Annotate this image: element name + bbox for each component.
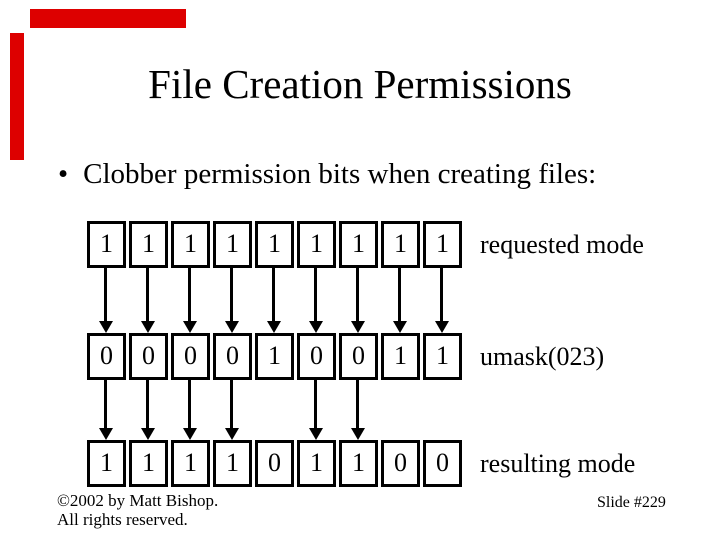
down-arrow-icon — [99, 268, 113, 333]
template-accent-bar-horizontal — [30, 9, 186, 28]
down-arrow-icon — [309, 268, 323, 333]
page-title: File Creation Permissions — [148, 61, 572, 107]
bit-box: 0 — [339, 333, 378, 380]
down-arrow-icon — [183, 268, 197, 333]
bit-box: 1 — [87, 221, 126, 268]
bit-box: 0 — [297, 333, 336, 380]
bit-box: 0 — [213, 333, 252, 380]
down-arrow-icon — [351, 380, 365, 440]
bit-box: 1 — [297, 440, 336, 487]
down-arrow-icon — [141, 268, 155, 333]
copyright-line-1: ©2002 by Matt Bishop. — [57, 491, 219, 510]
down-arrow-icon — [267, 268, 281, 333]
bit-box: 1 — [255, 221, 294, 268]
bit-box: 1 — [171, 221, 210, 268]
bit-box: 1 — [255, 333, 294, 380]
down-arrow-icon — [141, 380, 155, 440]
bullet-icon: • — [58, 158, 69, 190]
copyright-line-2: All rights reserved. — [57, 510, 188, 529]
row-label-resulting-mode: resulting mode — [480, 448, 636, 478]
slide-number: Slide #229 — [597, 494, 666, 511]
bit-box: 1 — [423, 221, 462, 268]
down-arrow-icon — [225, 380, 239, 440]
bit-box: 1 — [129, 440, 168, 487]
bit-box: 0 — [255, 440, 294, 487]
bit-box: 1 — [339, 221, 378, 268]
down-arrow-icon — [393, 268, 407, 333]
bit-box: 0 — [129, 333, 168, 380]
down-arrow-icon — [435, 268, 449, 333]
down-arrow-icon — [225, 268, 239, 333]
bit-box: 1 — [213, 440, 252, 487]
bit-box: 0 — [423, 440, 462, 487]
bit-box: 1 — [381, 333, 420, 380]
row-label-requested-mode: requested mode — [480, 229, 644, 259]
bit-box: 1 — [339, 440, 378, 487]
bullet-line: • Clobber permission bits when creating f… — [58, 158, 596, 191]
bullet-text: Clobber permission bits when creating fi… — [83, 158, 597, 190]
copyright-notice: ©2002 by Matt Bishop. All rights reserve… — [57, 491, 218, 529]
down-arrow-icon — [351, 268, 365, 333]
template-accent-bar-vertical — [10, 33, 24, 160]
bit-box: 1 — [87, 440, 126, 487]
bit-box: 1 — [213, 221, 252, 268]
bit-box: 0 — [381, 440, 420, 487]
bit-box: 1 — [129, 221, 168, 268]
bit-box: 0 — [87, 333, 126, 380]
down-arrow-icon — [183, 380, 197, 440]
bit-box: 1 — [297, 221, 336, 268]
bit-box: 1 — [423, 333, 462, 380]
down-arrow-icon — [309, 380, 323, 440]
bit-box: 0 — [171, 333, 210, 380]
bit-box: 1 — [381, 221, 420, 268]
row-label-umask: umask(023) — [480, 341, 605, 371]
down-arrow-icon — [99, 380, 113, 440]
bit-box: 1 — [171, 440, 210, 487]
